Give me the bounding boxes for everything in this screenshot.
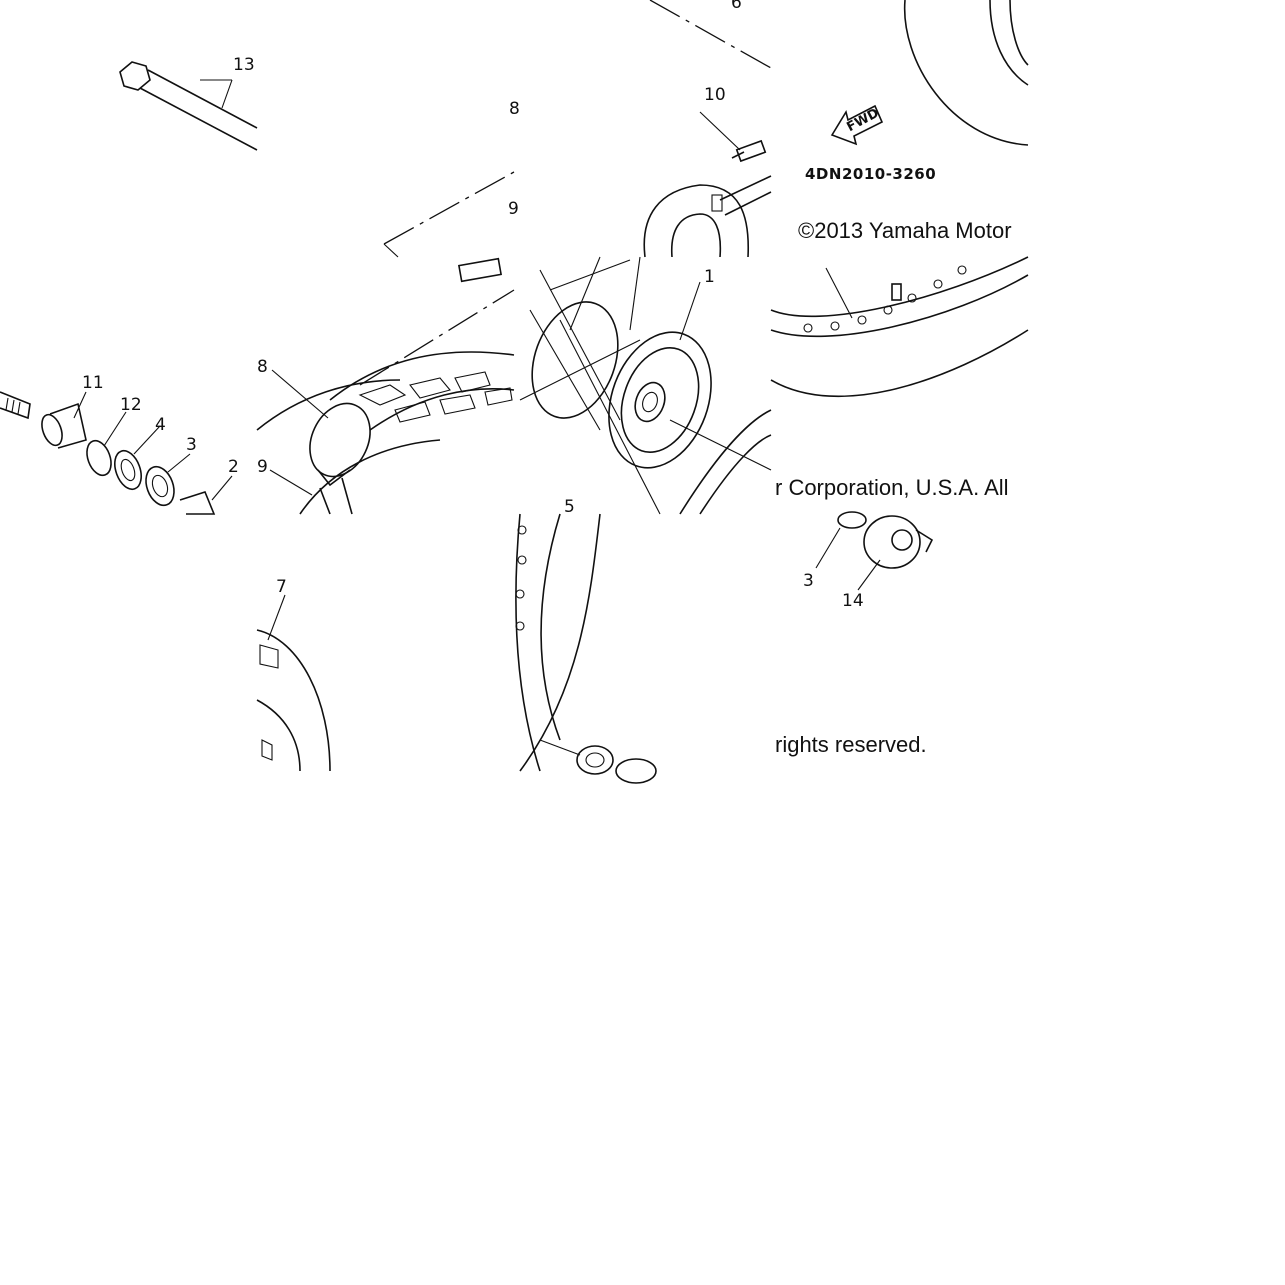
valve-stem-part xyxy=(643,0,772,258)
callout-1: 1 xyxy=(704,267,715,287)
hub-small-parts xyxy=(0,391,233,515)
callout-2: 2 xyxy=(228,457,239,477)
callout-3-left: 3 xyxy=(186,435,197,455)
callout-3-right: 3 xyxy=(803,571,814,591)
callout-4: 4 xyxy=(155,415,166,435)
axle-part xyxy=(119,61,258,151)
gear-unit-part xyxy=(815,511,934,591)
callout-9-mid: 9 xyxy=(257,457,268,477)
callout-6: 6 xyxy=(731,0,742,13)
tire-rear-outline xyxy=(903,0,1029,146)
dashed-axis-upper xyxy=(383,171,515,258)
callout-5: 5 xyxy=(564,497,575,517)
callout-7: 7 xyxy=(276,577,287,597)
callout-9-top: 9 xyxy=(508,199,519,219)
callout-12: 12 xyxy=(120,395,142,415)
tire-side-center xyxy=(515,513,657,784)
callout-8-top: 8 xyxy=(509,99,520,119)
tire-side-left xyxy=(256,594,331,772)
callout-10: 10 xyxy=(704,85,726,105)
tire-tread xyxy=(256,257,515,515)
wheel-hub xyxy=(519,256,772,515)
callout-13: 13 xyxy=(233,55,255,75)
copyright-line-3: rights reserved. xyxy=(775,732,927,757)
copyright-line-2: r Corporation, U.S.A. All xyxy=(775,475,1009,500)
part-code: 4DN2010-3260 xyxy=(805,165,937,183)
callout-11: 11 xyxy=(82,373,104,393)
fwd-arrow-icon xyxy=(830,104,884,146)
copyright-line-1: ©2013 Yamaha Motor xyxy=(798,218,1012,243)
callout-8-mid: 8 xyxy=(257,357,268,377)
rim-outline xyxy=(770,256,1029,398)
callout-14: 14 xyxy=(842,591,864,611)
callout-labels: 13 10 6 8 9 11 12 4 3 2 8 9 1 5 7 3 14 xyxy=(82,0,864,611)
